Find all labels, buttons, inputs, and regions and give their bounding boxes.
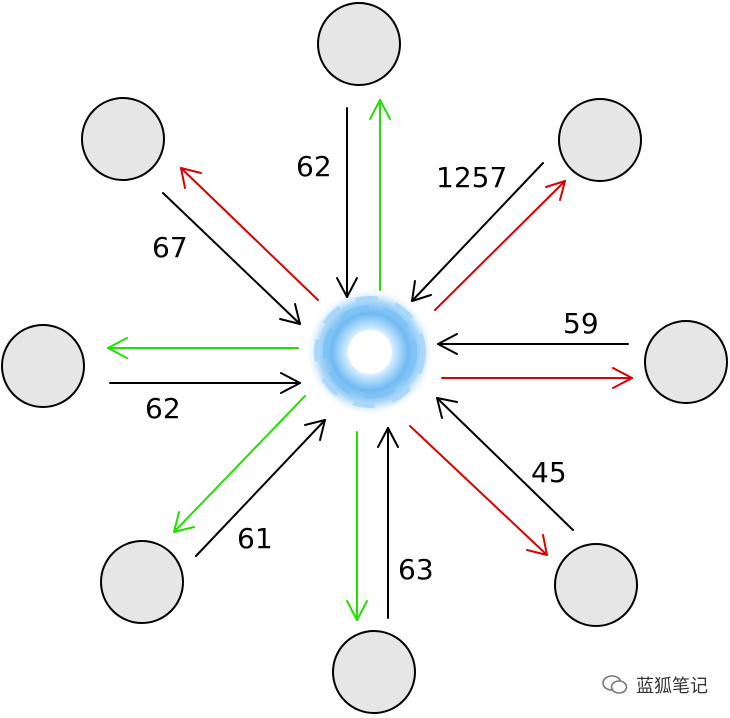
label-bottom-left: 61 [237,522,273,555]
arrow-in-bottom-right [436,397,574,531]
arrow-in-bottom-left [195,419,326,557]
arrow-out-bottom [346,431,368,621]
arrow-out-bottom-left [173,395,306,533]
chat-bubble-icon [602,675,628,694]
label-left: 62 [145,392,181,425]
node-top-left [81,97,165,181]
arrow-in-top-left [162,192,301,325]
arrow-in-right [437,333,629,355]
watermark: 蓝狐笔记 [602,672,708,698]
watermark-text: 蓝狐笔记 [636,676,708,697]
node-top-right [558,98,642,182]
node-bottom [332,630,416,714]
label-top-left: 67 [152,231,188,264]
node-left [1,324,85,408]
arrow-out-left [107,337,299,359]
arrow-in-left [109,372,301,394]
label-top: 62 [296,150,332,183]
arrow-in-bottom [377,427,399,619]
arrow-out-top [369,99,391,291]
arrow-in-top [336,107,358,298]
arrow-in-top-right [411,162,544,302]
node-bottom-right [554,543,638,627]
label-bottom-right: 45 [531,456,567,489]
label-bottom: 63 [398,553,434,586]
node-right [644,320,728,404]
node-top [317,2,401,86]
arrow-out-bottom-right [409,425,548,556]
label-right: 59 [563,307,599,340]
arrow-out-top-right [434,180,566,311]
node-bottom-left [100,540,184,624]
arrow-out-right [441,367,633,389]
label-top-right: 1257 [436,161,507,194]
hub-vortex [308,290,432,414]
arrow-out-top-left [180,167,319,301]
